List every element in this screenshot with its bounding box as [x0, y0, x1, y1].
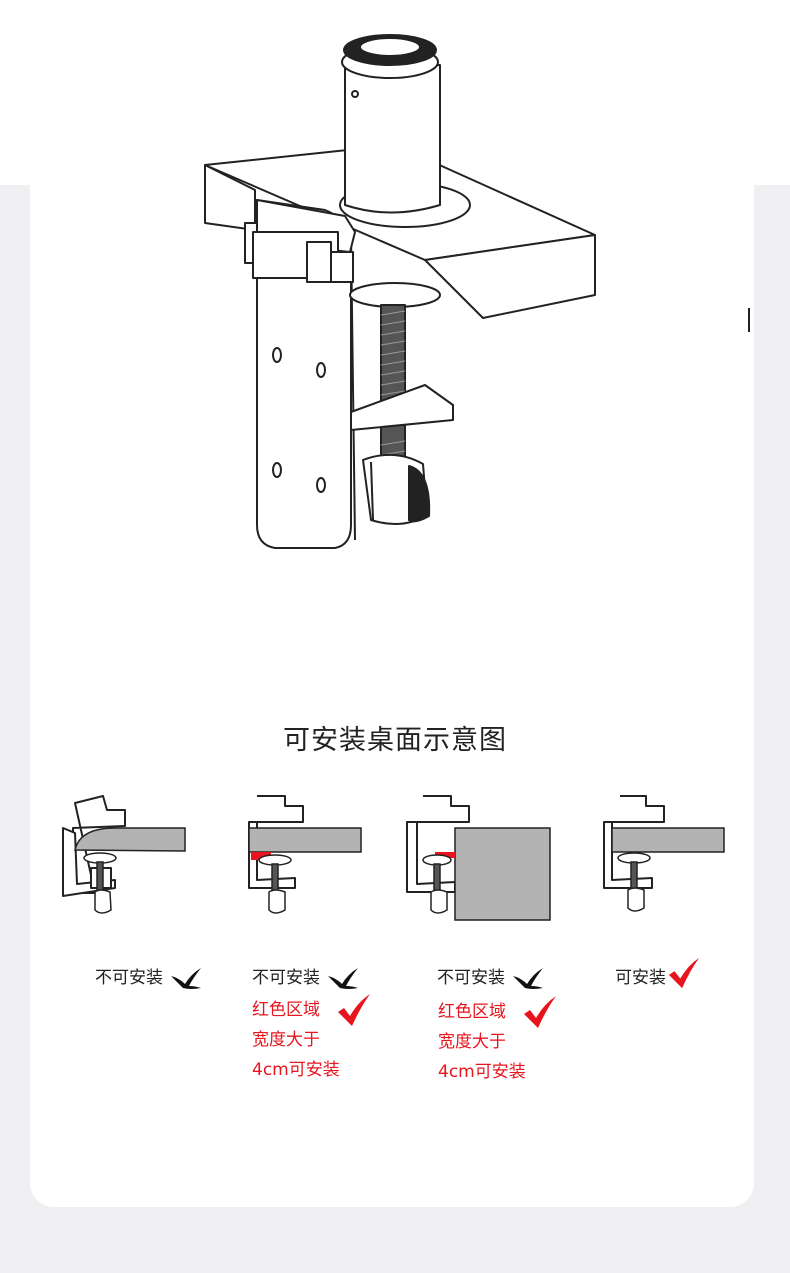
- option-1-status: 不可安装: [95, 963, 203, 990]
- cross-icon: [328, 968, 358, 989]
- diagram-thin-rounded-desk: [62, 795, 186, 914]
- diagram-proper-desk: [603, 795, 725, 912]
- check-icon: [338, 994, 370, 1026]
- option-2-note: 红色区域 宽度大于 4cm可安装: [252, 1000, 340, 1080]
- option-4-status: 可安装: [615, 957, 702, 990]
- text-cursor: [748, 308, 750, 332]
- cross-icon: [171, 968, 201, 989]
- diagram-thick-desk-red-area: [406, 795, 551, 921]
- section-title: 可安装桌面示意图: [283, 725, 507, 756]
- check-icon: [668, 957, 700, 989]
- option-3-status: 不可安装: [437, 963, 545, 990]
- option-3-note: 红色区域 宽度大于 4cm可安装: [438, 1002, 526, 1082]
- check-icon: [524, 996, 556, 1028]
- desk-clamp-illustration: [204, 34, 596, 549]
- option-2-status: 不可安装: [252, 963, 360, 990]
- diagram-thin-desk-red-area: [248, 795, 362, 914]
- cross-icon: [513, 968, 543, 989]
